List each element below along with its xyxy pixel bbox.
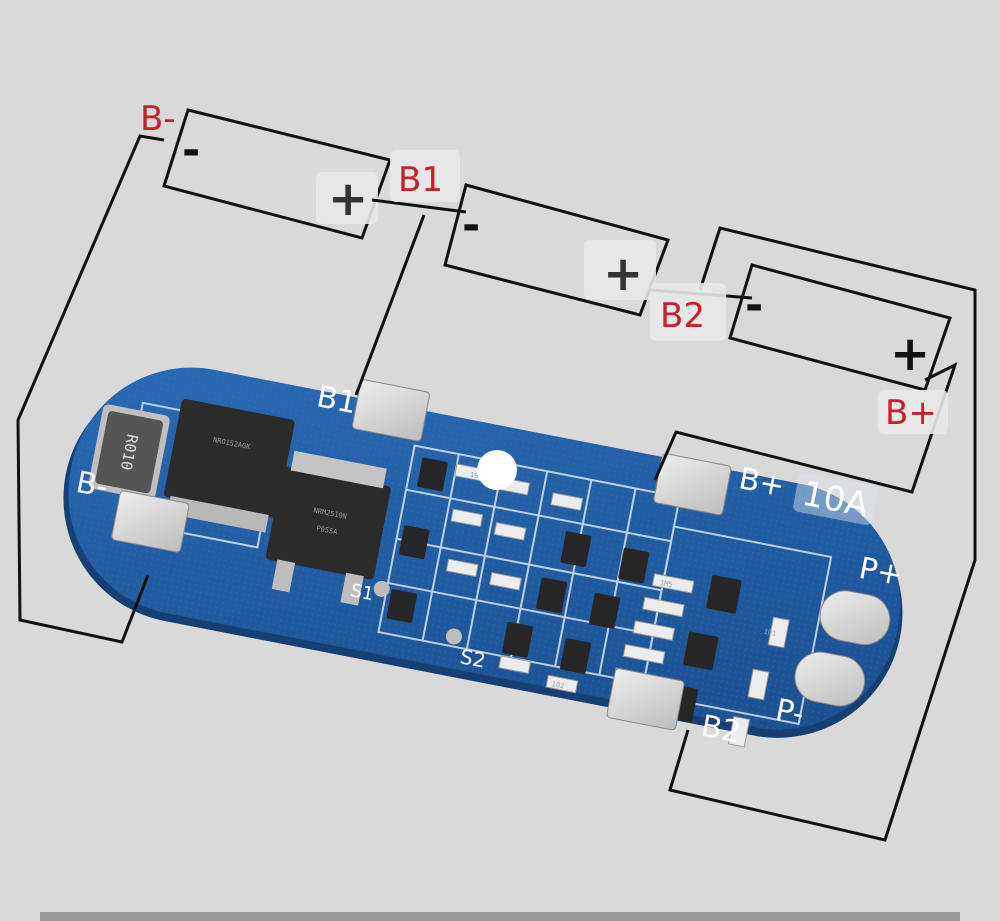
cell-3-minus: - — [745, 280, 763, 331]
wire-b2 — [668, 226, 977, 842]
label-b2: B2 — [660, 296, 705, 336]
label-b1: B1 — [398, 160, 443, 200]
board-label-b-minus: B- — [73, 465, 111, 505]
smd-chips — [386, 457, 742, 723]
board-label-b-plus: B+ — [736, 461, 788, 504]
pad-p-plus — [819, 590, 891, 646]
pad-b2 — [606, 668, 685, 731]
test-point-dot — [477, 450, 517, 490]
pad-p-minus — [794, 651, 866, 707]
board-label-p-plus: P+ — [856, 551, 905, 594]
cell-1-plus: + — [328, 171, 368, 227]
small-code: 102 — [551, 680, 565, 690]
shunt-code: 1M5 — [659, 579, 673, 589]
smd-code: 105 — [469, 471, 483, 481]
board-label-b2: B2 — [698, 709, 744, 751]
pad-b-plus — [653, 453, 732, 516]
side-code: 101 — [763, 628, 777, 638]
cell-3-plus: + — [890, 326, 930, 382]
board-label-b1: B1 — [314, 379, 360, 421]
board-label-s2: S2 — [458, 644, 488, 672]
wire-b-plus — [653, 362, 958, 494]
cell-2-minus: - — [462, 200, 480, 251]
shunt-resistor: R010 — [88, 404, 170, 500]
wire-b1 — [354, 214, 426, 396]
cell-1 — [162, 108, 392, 240]
pad-b1 — [352, 379, 430, 442]
mosfet-2: NRM2510N P05SA — [265, 450, 391, 606]
battery-cells — [162, 108, 952, 392]
cell-2 — [443, 183, 670, 317]
pcb-board: R010 NRO152AGK NRM2510N P05SA — [63, 367, 905, 751]
smd-resistors — [445, 463, 790, 748]
cell-1-minus: - — [182, 125, 200, 176]
pad-b-minus — [111, 490, 190, 553]
mosfet-1: NRO152AGK — [164, 399, 295, 533]
board-label-s1: S1 — [349, 580, 375, 605]
bottom-edge — [40, 912, 960, 921]
wire-b-minus — [16, 134, 165, 644]
label-b-plus: B+ — [885, 393, 937, 433]
cell-2-plus: + — [603, 246, 643, 302]
board-label-p-minus: P- — [773, 693, 807, 733]
label-b-minus: B- — [140, 99, 176, 139]
